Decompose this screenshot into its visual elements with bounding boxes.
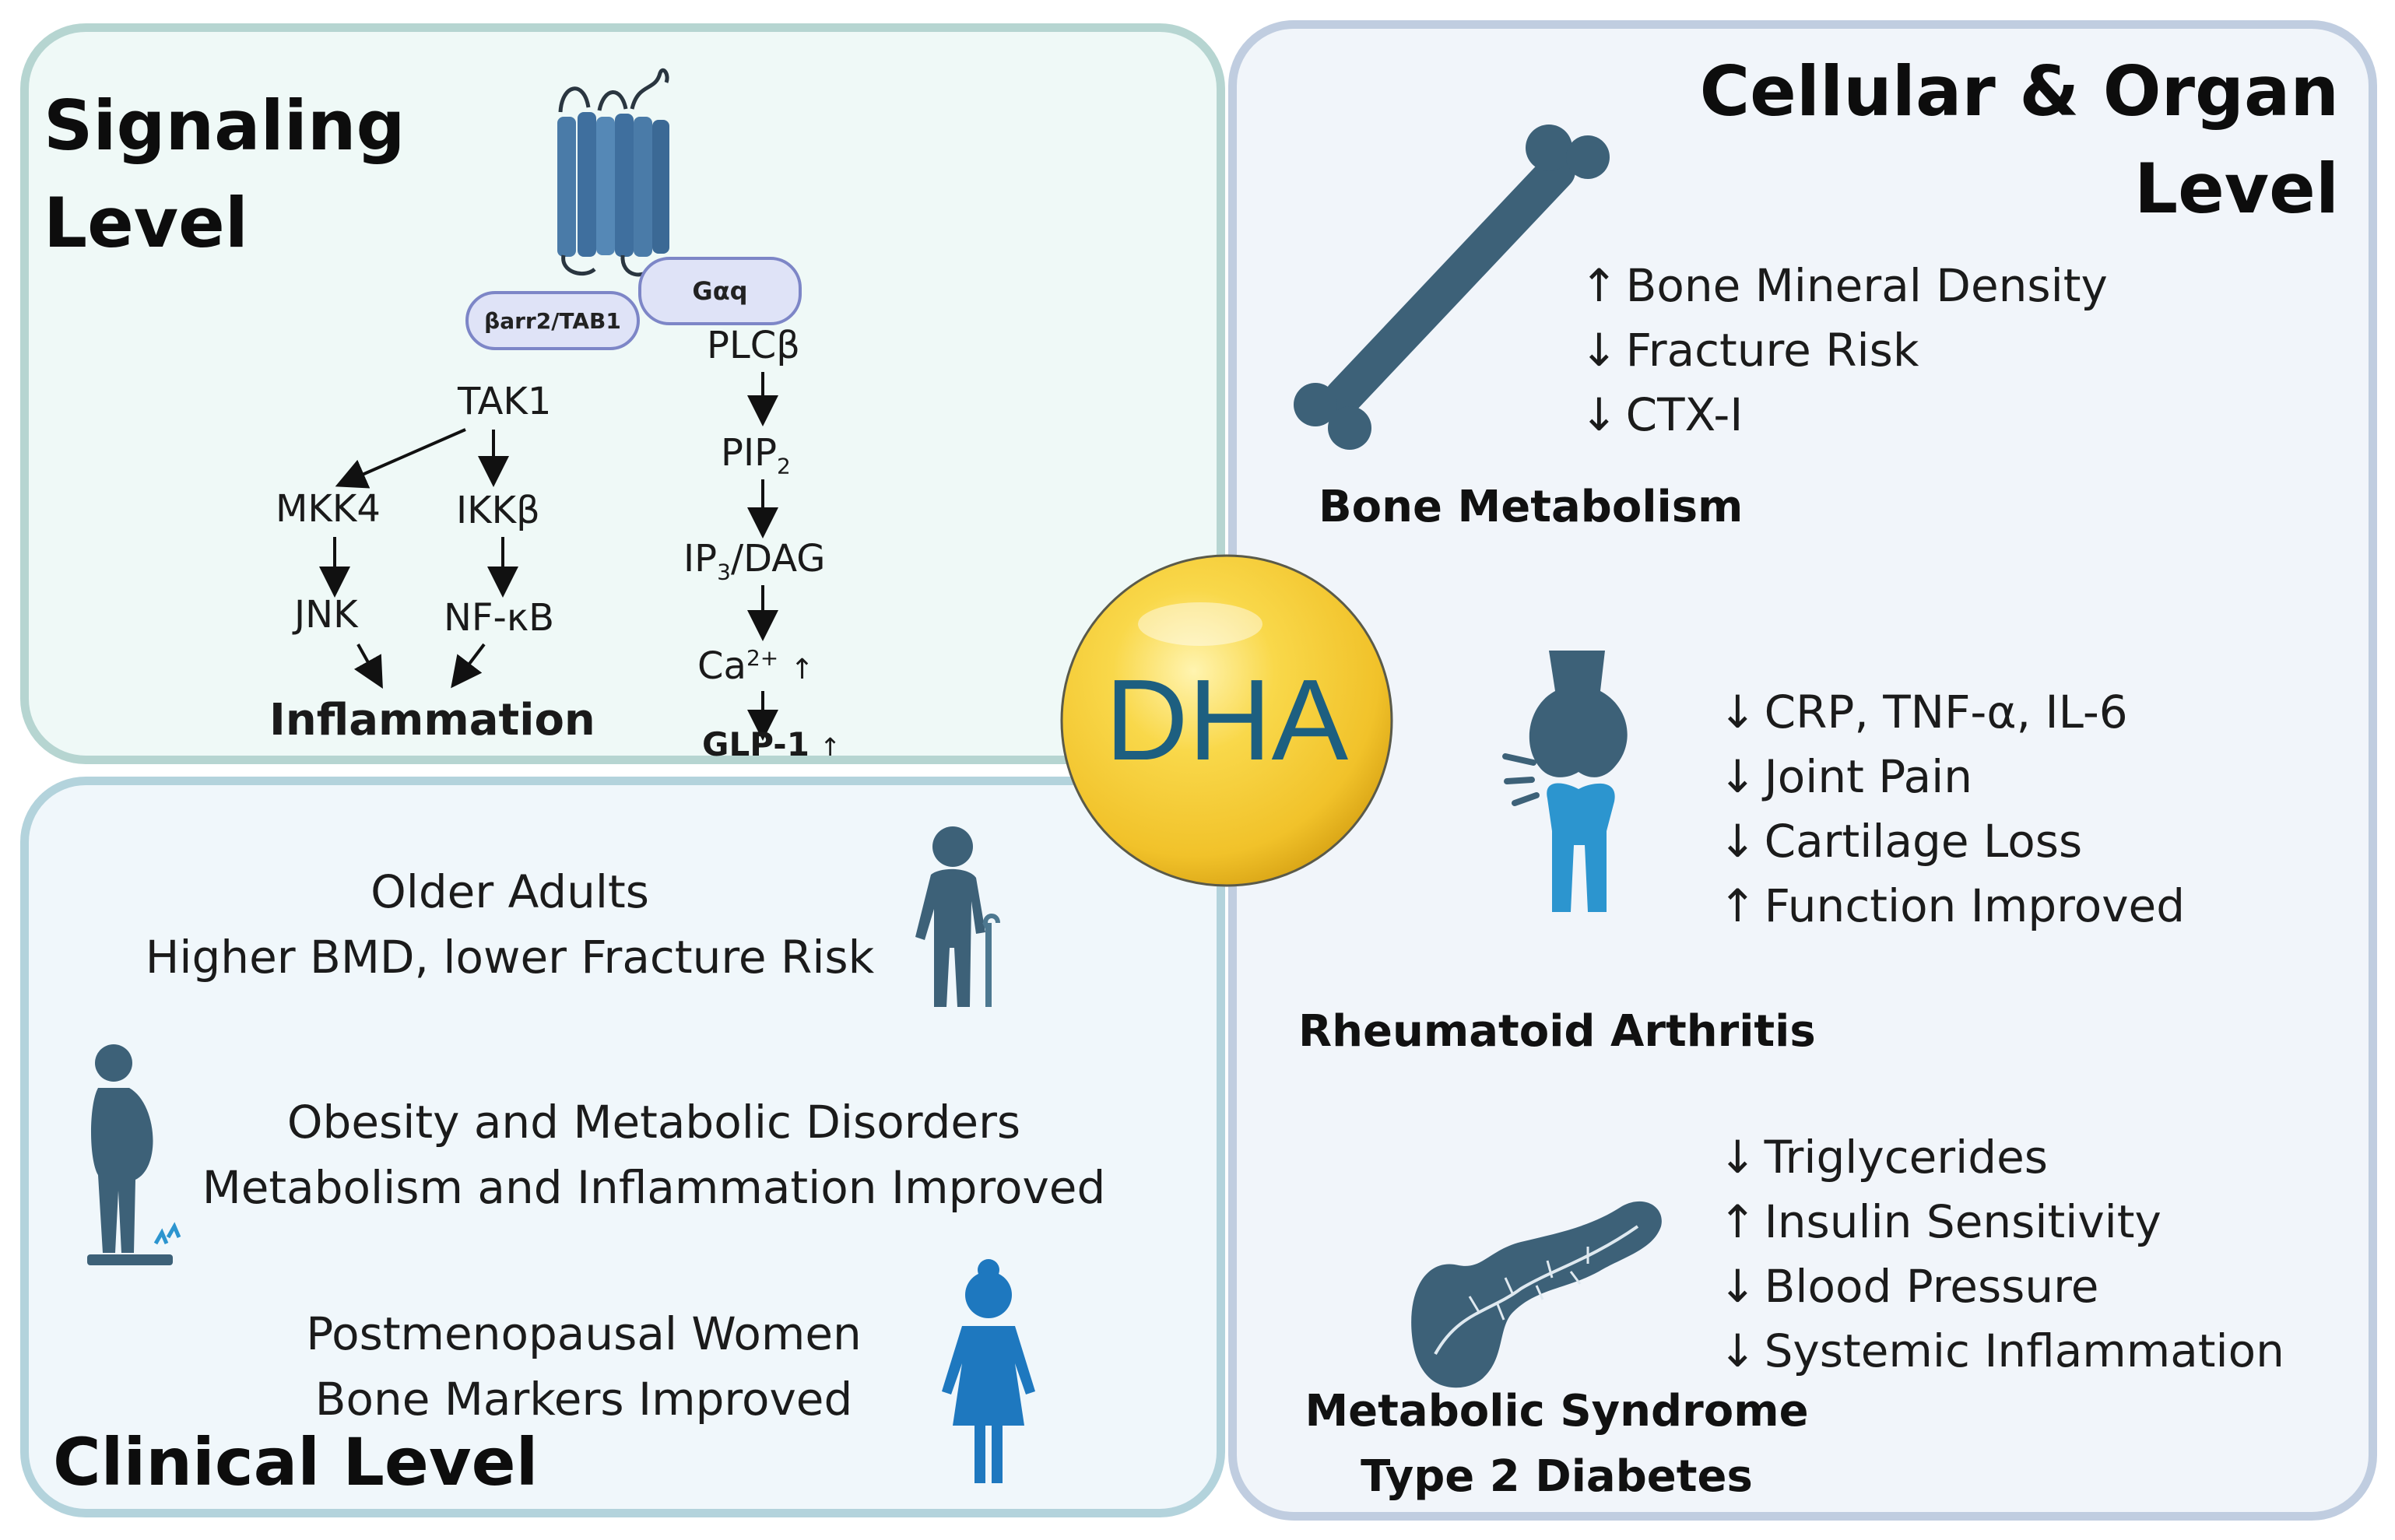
postmenopausal-outcome: Bone Markers Improved [314, 1373, 853, 1426]
metabolic-effect-bp-arrow: ↓ [1719, 1260, 1757, 1313]
ra-effect-cartilage-arrow: ↓ [1719, 815, 1757, 868]
metabolic-effect-tg: ↓Triglycerides [1719, 1125, 2284, 1190]
ra-effect-function: ↑Function Improved [1719, 874, 2185, 938]
gaq-pill: Gαq [638, 257, 802, 325]
older-adults-title: Older Adults [370, 865, 649, 918]
cellular-title-line1: Cellular & Organ [1699, 51, 2339, 132]
elderly-person-icon [915, 826, 1000, 1007]
glp1-up-arrow: ↑ [820, 732, 841, 762]
metabolic-effect-tg-arrow: ↓ [1719, 1131, 1757, 1184]
plcb-label: PLCβ [707, 324, 800, 367]
clinical-level-panel [20, 777, 1225, 1517]
metabolic-effect-inflammation-text: Systemic Inflammation [1764, 1324, 2284, 1377]
ikkb-label: IKKβ [456, 489, 540, 532]
ip3-dag-label: IP3/DAG [683, 540, 825, 584]
cellular-title-line2: Level [2134, 148, 2339, 229]
pathway-arrows [319, 372, 778, 741]
calcium-up-arrow: ↑ [790, 654, 814, 686]
bone-metabolism-label: Bone Metabolism [1319, 482, 1744, 532]
metabolic-effect-bp: ↓Blood Pressure [1719, 1254, 2284, 1319]
metabolic-label-line2: Type 2 Diabetes [1361, 1451, 1753, 1502]
glp1-text: GLP-1 [702, 725, 809, 763]
calcium-label: Ca2+ ↑ [697, 644, 814, 688]
calcium-base: Ca [697, 644, 746, 688]
metabolic-effect-bp-text: Blood Pressure [1764, 1260, 2099, 1313]
barr2-tab1-pill: βarr2/TAB1 [465, 291, 640, 350]
postmenopausal-title: Postmenopausal Women [306, 1307, 862, 1360]
bone-effect-bmd-text: Bone Mineral Density [1625, 259, 2108, 312]
signaling-title-line1: Signaling [44, 86, 406, 166]
bone-effect-fracture: ↓Fracture Risk [1580, 318, 2108, 383]
obesity-title: Obesity and Metabolic Disorders [286, 1096, 1021, 1149]
obesity-outcome: Metabolism and Inflammation Improved [202, 1161, 1106, 1214]
older-adults-outcome: Higher BMD, lower Fracture Risk [145, 931, 875, 984]
clinical-group-older-adults: Older Adults Higher BMD, lower Fracture … [93, 859, 926, 990]
scale-person-icon [87, 1044, 181, 1265]
ra-effect-pain-arrow: ↓ [1719, 750, 1757, 803]
gpcr-receptor-icon [557, 68, 669, 277]
signaling-title: Signaling Level [44, 78, 406, 272]
metabolic-effect-insulin-text: Insulin Sensitivity [1764, 1195, 2161, 1248]
ra-effects-list: ↓CRP, TNF-α, IL-6 ↓Joint Pain ↓Cartilage… [1719, 680, 2185, 938]
woman-icon [942, 1259, 1035, 1483]
ra-effect-function-arrow: ↑ [1719, 879, 1757, 932]
metabolic-syndrome-label: Metabolic Syndrome Type 2 Diabetes [1277, 1379, 1837, 1510]
dha-label: DHA [1104, 656, 1349, 784]
ip3-subscript: 3 [717, 559, 731, 585]
knee-joint-icon [1502, 651, 1628, 912]
rheumatoid-arthritis-label: Rheumatoid Arthritis [1298, 1006, 1816, 1057]
metabolic-label-line1: Metabolic Syndrome [1305, 1386, 1809, 1437]
mkk4-label: MKK4 [276, 487, 381, 531]
ra-effect-markers: ↓CRP, TNF-α, IL-6 [1719, 680, 2185, 745]
ra-effect-function-text: Function Improved [1764, 879, 2186, 932]
bone-effect-ctx: ↓CTX-I [1580, 383, 2108, 447]
ip3-dag-rest: /DAG [730, 537, 826, 581]
pip2-base: PIP [721, 431, 778, 475]
ra-effect-pain-text: Joint Pain [1764, 750, 1973, 803]
clinical-title: Clinical Level [53, 1424, 539, 1500]
ra-effect-cartilage-text: Cartilage Loss [1764, 815, 2083, 868]
jnk-label: JNK [294, 593, 358, 637]
metabolic-effects-list: ↓Triglycerides ↑Insulin Sensitivity ↓Blo… [1719, 1125, 2284, 1384]
dha-capsule-icon [1060, 554, 1393, 887]
metabolic-effect-inflammation-arrow: ↓ [1719, 1324, 1757, 1377]
pip2-label: PIP2 [721, 434, 791, 478]
bone-effect-bmd: ↑Bone Mineral Density [1580, 254, 2108, 318]
bone-icon [1294, 125, 1610, 450]
ra-effect-pain: ↓Joint Pain [1719, 745, 2185, 809]
clinical-group-obesity: Obesity and Metabolic Disorders Metaboli… [156, 1089, 1152, 1220]
cellular-organ-level-panel [1228, 20, 2377, 1521]
pancreas-icon [1411, 1201, 1662, 1388]
ip3-base: IP [683, 537, 718, 581]
ra-effect-markers-text: CRP, TNF-α, IL-6 [1764, 686, 2128, 738]
nfkb-label: NF-κB [444, 596, 555, 640]
metabolic-effect-tg-text: Triglycerides [1764, 1131, 2048, 1184]
metabolic-effect-insulin: ↑Insulin Sensitivity [1719, 1190, 2284, 1254]
bone-effect-fracture-arrow: ↓ [1580, 324, 1618, 377]
bone-effect-ctx-text: CTX-I [1625, 388, 1744, 441]
signaling-title-line2: Level [44, 182, 248, 263]
tak1-label: TAK1 [458, 380, 552, 423]
calcium-superscript: 2+ [746, 645, 779, 671]
pip2-subscript: 2 [777, 453, 791, 479]
glp1-label: GLP-1 ↑ [702, 728, 841, 761]
bone-effect-fracture-text: Fracture Risk [1625, 324, 1919, 377]
metabolic-effect-insulin-arrow: ↑ [1719, 1195, 1757, 1248]
bone-effect-ctx-arrow: ↓ [1580, 388, 1618, 441]
cellular-title: Cellular & Organ Level [1700, 44, 2339, 238]
metabolic-effect-inflammation: ↓Systemic Inflammation [1719, 1319, 2284, 1384]
bone-effects-list: ↑Bone Mineral Density ↓Fracture Risk ↓CT… [1580, 254, 2108, 447]
clinical-group-postmenopausal: Postmenopausal Women Bone Markers Improv… [234, 1301, 934, 1432]
bone-effect-bmd-arrow: ↑ [1580, 259, 1618, 312]
ra-effect-cartilage: ↓Cartilage Loss [1719, 809, 2185, 874]
ra-effect-markers-arrow: ↓ [1719, 686, 1757, 738]
inflammation-outcome: Inflammation [269, 695, 595, 745]
